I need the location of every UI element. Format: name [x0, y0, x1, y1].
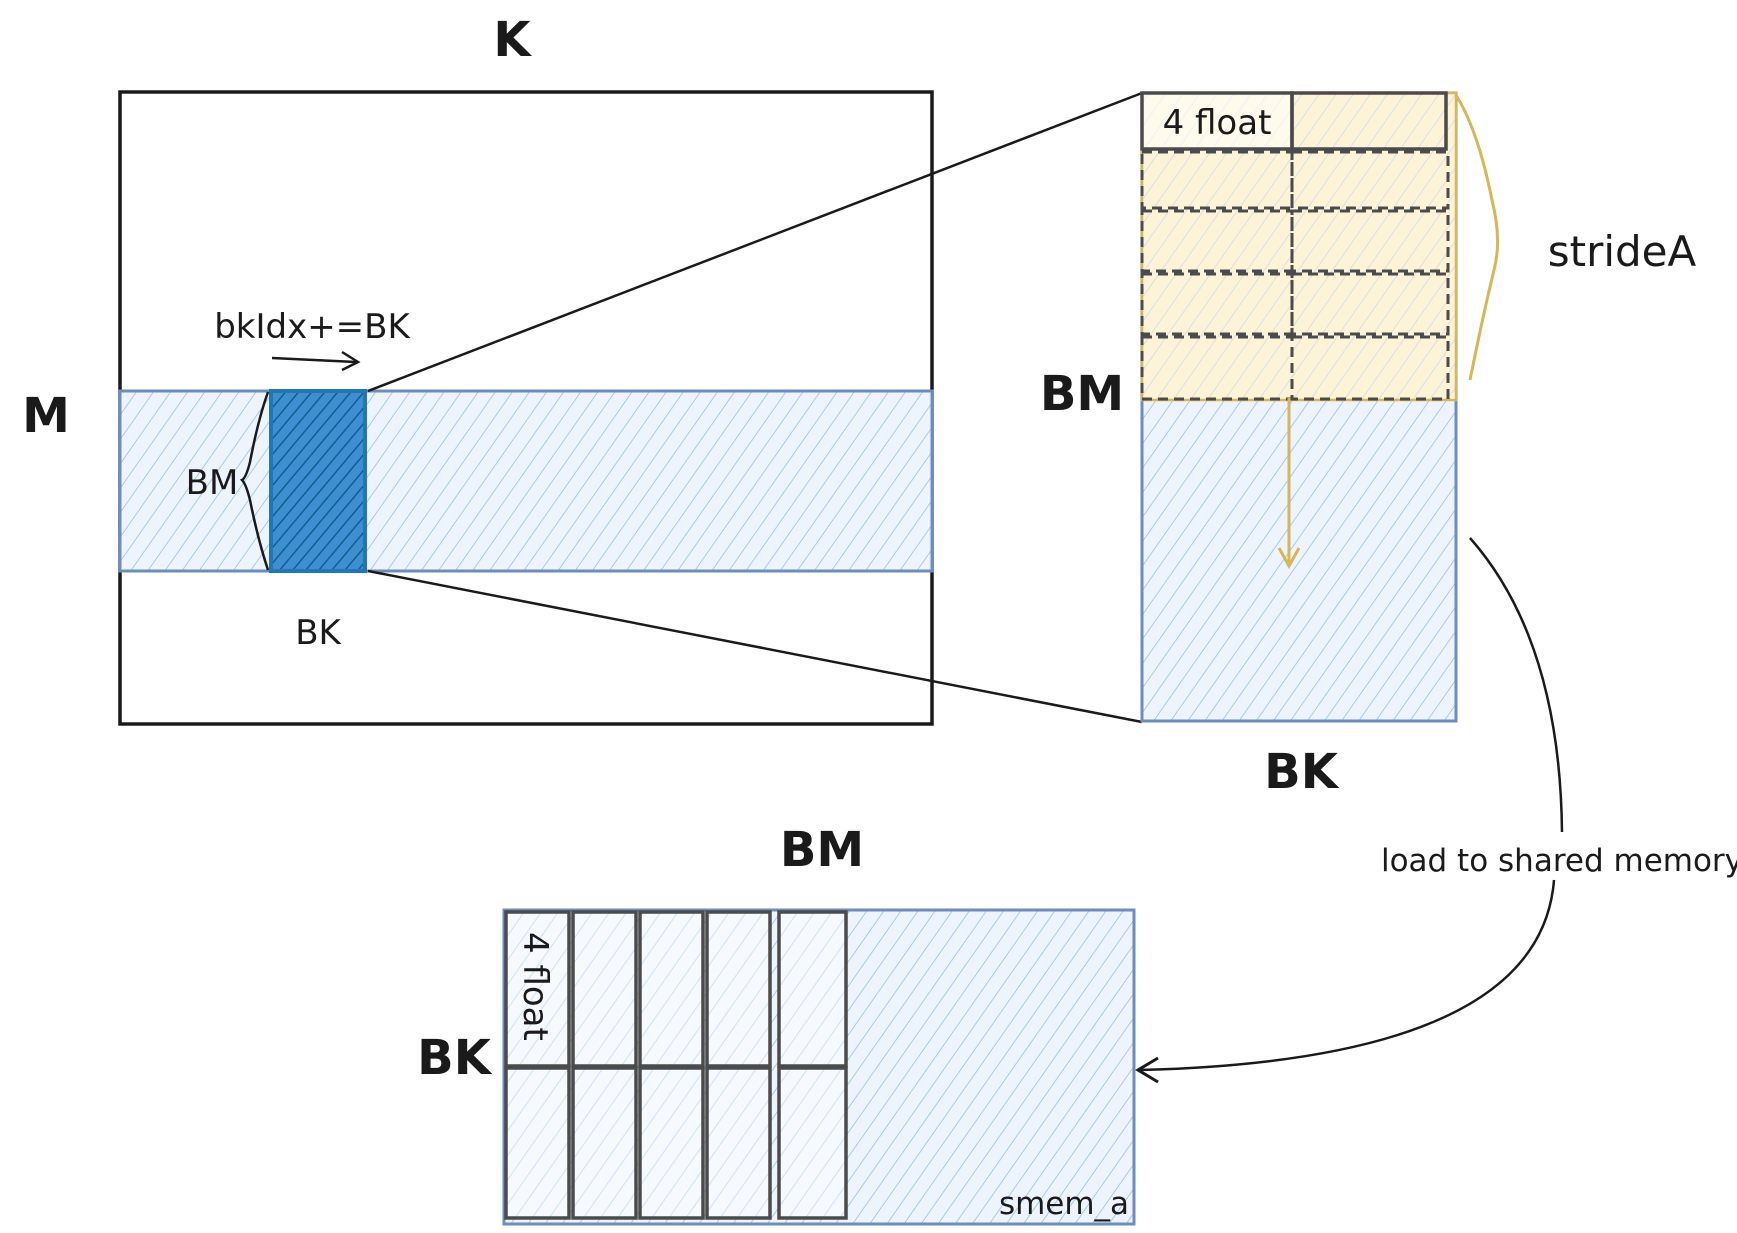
smem-float4-cell — [777, 1066, 848, 1220]
bm-smem-label: BM — [780, 822, 864, 878]
float4-cell-dashed — [1290, 209, 1450, 273]
bkidx-label: bkIdx+=BK — [214, 307, 411, 347]
bk-smem-label: BK — [417, 1030, 493, 1086]
stride-a-label: strideA — [1548, 227, 1697, 276]
load-arrow-curve-top — [1469, 537, 1564, 833]
smem-name-label: smem_a — [999, 1186, 1129, 1222]
zoom-line-top — [367, 91, 1143, 393]
stride-a-brace — [1454, 94, 1500, 381]
bk-zoom-label: BK — [1264, 744, 1340, 800]
load-caption: load to shared memory — [1381, 843, 1737, 879]
smem-float4-cell — [571, 1066, 638, 1220]
smem-float4-columns — [504, 910, 848, 1220]
bkidx-arrowhead — [341, 350, 361, 372]
smem-float4-cell — [504, 910, 571, 1068]
float4-cell-dashed — [1290, 335, 1450, 401]
float4-cell-dashed — [1140, 150, 1294, 210]
matrix-a: K M BM BK bkIdx+=BK — [22, 12, 934, 726]
bm-row-strip — [118, 389, 934, 573]
stride-down-arrowhead — [1277, 547, 1301, 570]
smem-float4-cell — [504, 1066, 571, 1220]
k-dimension-label: K — [493, 12, 532, 68]
zoomed-tile: 4 float strideA BM BK — [1040, 91, 1697, 800]
smem-float4-cell — [777, 910, 848, 1068]
current-bk-tile — [269, 389, 367, 573]
bm-brace — [239, 391, 270, 571]
smem-a-tile: 4 float BM BK smem_a — [417, 822, 1136, 1226]
float4-cell-dashed — [1290, 150, 1450, 210]
float4-cell-dashed — [1290, 272, 1450, 336]
m-dimension-label: M — [22, 388, 70, 444]
bkidx-arrow — [271, 356, 357, 364]
bm-slice-label: BM — [186, 463, 239, 503]
float4-cell — [1290, 91, 1448, 151]
load-arrow-curve-bottom — [1139, 879, 1556, 1072]
load-arrow: load to shared memory — [1135, 537, 1737, 1084]
four-float-smem-label: 4 float — [515, 932, 555, 1041]
float4-cell — [1140, 91, 1294, 151]
smem-float4-cell — [638, 1066, 705, 1220]
four-float-top-label: 4 float — [1163, 103, 1272, 143]
smem-float4-cell — [705, 910, 772, 1068]
smem-float4-cell — [571, 910, 638, 1068]
smem-float4-cell — [705, 1066, 772, 1220]
zoom-line-bottom — [367, 569, 1143, 724]
bk-slice-label: BK — [295, 613, 342, 653]
load-arrowhead — [1135, 1056, 1159, 1084]
dashed-rows — [1140, 150, 1450, 401]
bm-zoom-label: BM — [1040, 366, 1124, 422]
smem-float4-cell — [638, 910, 705, 1068]
